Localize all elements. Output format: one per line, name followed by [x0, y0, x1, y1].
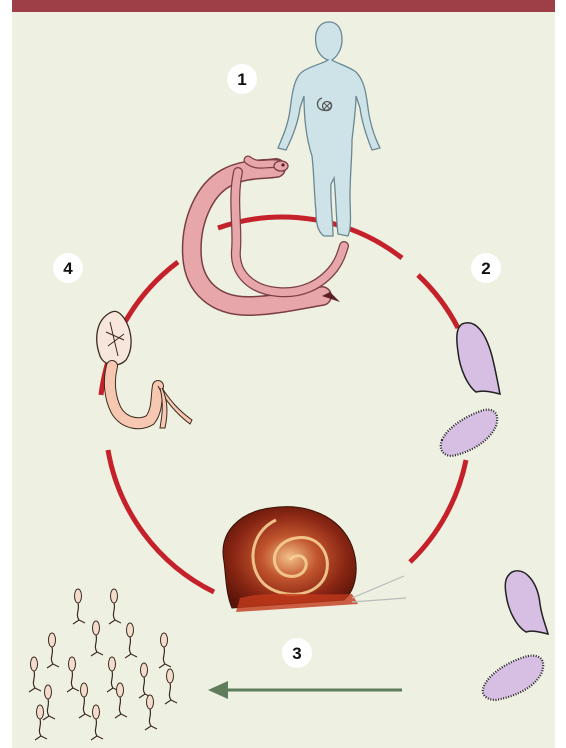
- step-badge-2: 2: [471, 253, 501, 283]
- snail-shell: [223, 507, 406, 612]
- human-host-figure: [278, 22, 380, 236]
- egg-on-cycle-1: [457, 323, 500, 394]
- egg-released-2: [483, 656, 543, 700]
- step-number-4: 4: [63, 259, 73, 278]
- flow-arrow: [208, 681, 402, 699]
- cercariae-swarm: [29, 589, 177, 740]
- step-badge-3: 3: [282, 638, 312, 668]
- step-badge-1: 1: [227, 64, 257, 94]
- egg-on-cycle-2: [441, 410, 498, 456]
- step-number-1: 1: [237, 70, 246, 89]
- step-number-3: 3: [292, 644, 301, 663]
- step-badge-4: 4: [53, 253, 83, 283]
- cercaria-single: [97, 311, 192, 428]
- cycle-arc-left: [108, 450, 214, 592]
- cycle-arc-right: [418, 275, 458, 328]
- cycle-arc-top: [218, 217, 402, 258]
- cycle-arc-lower-right: [410, 460, 466, 562]
- egg-released-1: [505, 571, 548, 634]
- step-number-2: 2: [481, 259, 490, 278]
